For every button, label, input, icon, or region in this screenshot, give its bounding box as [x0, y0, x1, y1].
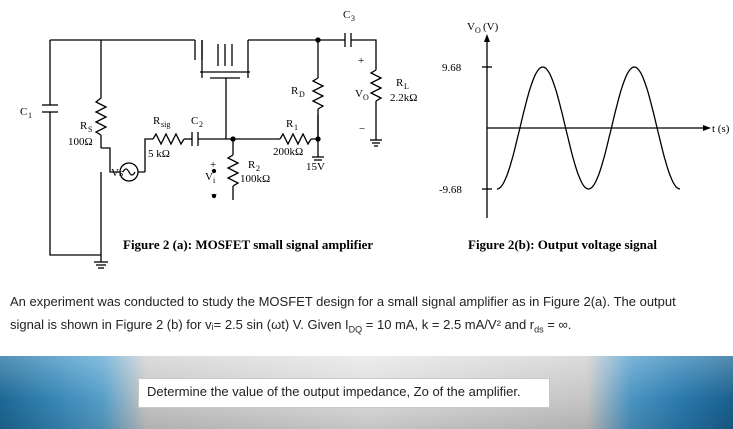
label-vi-plus: +: [210, 159, 216, 171]
label-rd-sub: D: [299, 90, 305, 99]
question-box: Determine the value of the output impeda…: [138, 378, 550, 408]
label-rsig-sub: sig: [161, 120, 170, 129]
output-voltage-series: [496, 66, 681, 190]
x-axis-arrow: [703, 125, 711, 131]
rl-resistor: [369, 69, 383, 102]
label-c2: C: [191, 115, 198, 127]
x-axis-label: t (s): [712, 123, 730, 135]
label-c1: C: [20, 106, 27, 118]
label-c3-sub: 3: [351, 14, 355, 23]
circuit-diagram: [42, 33, 383, 269]
question-banner: [0, 356, 733, 429]
label-rl-value: 2.2kΩ: [390, 92, 417, 104]
rd-resistor: [311, 77, 325, 110]
question-text: Determine the value of the output impeda…: [147, 384, 521, 399]
y-axis-label-unit: (V): [483, 21, 499, 33]
label-vi-sub: i: [213, 176, 216, 185]
label-vo-sub: O: [363, 93, 369, 102]
label-rs-sub: S: [88, 125, 92, 134]
figure-2b-caption: Figure 2(b): Output voltage signal: [468, 237, 657, 252]
ymin-label: -9.68: [439, 184, 462, 196]
rsig-resistor: [152, 132, 185, 146]
description-line-2: signal is shown in Figure 2 (b) for vᵢ= …: [10, 317, 572, 335]
label-rs-value: 100Ω: [68, 136, 93, 148]
label-r1-value: 200kΩ: [273, 146, 303, 158]
label-rl: R: [396, 77, 404, 89]
y-axis-label-sub: O: [475, 26, 481, 35]
y-axis-arrow: [484, 34, 490, 42]
label-vi-minus: −: [211, 189, 217, 201]
label-rsig-value: 5 kΩ: [148, 148, 170, 160]
ymax-label: 9.68: [442, 62, 462, 74]
waveform-chart: V O (V) t (s) 9.68 -9.68: [439, 21, 730, 218]
label-rs: R: [80, 120, 88, 132]
r1-resistor: [279, 132, 312, 146]
label-r2: R: [248, 159, 256, 171]
label-r2-sub: 2: [256, 164, 260, 173]
label-vdd: 15V: [306, 161, 325, 173]
label-r1: R: [286, 118, 294, 130]
label-vo: V: [355, 88, 363, 100]
label-c3: C: [343, 9, 350, 21]
figure-area: C 1 R S 100Ω R sig 5 kΩ C 2 Vs + V i − R…: [20, 9, 730, 269]
circuit-labels: C 1 R S 100Ω R sig 5 kΩ C 2 Vs + V i − R…: [20, 9, 417, 201]
label-r2-value: 100kΩ: [240, 173, 270, 185]
label-rd: R: [291, 85, 299, 97]
label-vo-minus: −: [359, 123, 365, 135]
rs-resistor: [94, 97, 108, 136]
problem-description: An experiment was conducted to study the…: [10, 290, 725, 342]
label-r1-sub: 1: [294, 123, 298, 132]
label-vs: Vs: [111, 167, 123, 179]
r2-resistor: [226, 154, 240, 187]
y-axis-label: V: [467, 21, 475, 33]
label-rl-sub: L: [404, 82, 409, 91]
label-vi: V: [205, 171, 213, 183]
figure-2a-caption: Figure 2 (a): MOSFET small signal amplif…: [123, 237, 374, 252]
description-line-1: An experiment was conducted to study the…: [10, 294, 676, 309]
label-c2-sub: 2: [199, 120, 203, 129]
label-c1-sub: 1: [28, 111, 32, 120]
label-rsig: R: [153, 115, 161, 127]
label-vo-plus: +: [358, 55, 364, 67]
